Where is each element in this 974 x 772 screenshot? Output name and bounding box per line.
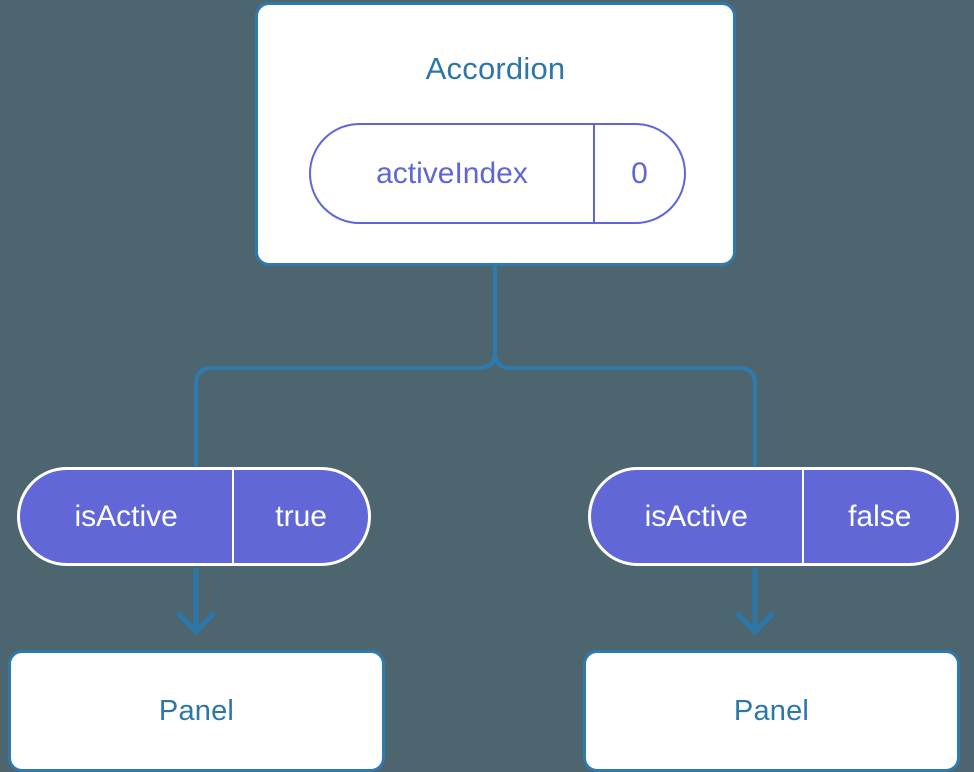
tree-branch-connector-right	[493, 350, 757, 472]
accordion-node-card: Accordion activeIndex 0	[255, 2, 736, 266]
accordion-node-label: Accordion	[425, 51, 566, 86]
arrow-right-head-icon	[735, 611, 775, 635]
accordion-state-pill: activeIndex 0	[309, 123, 686, 224]
panel-node-card-right: Panel	[583, 650, 960, 772]
panel-node-label-left: Panel	[158, 694, 235, 727]
isactive-value-left: true	[232, 470, 368, 563]
accordion-state-value: 0	[592, 125, 684, 222]
panel-node-label-right: Panel	[733, 694, 810, 727]
isactive-pill-left: isActive true	[17, 467, 371, 566]
isactive-key-right: isActive	[644, 499, 748, 533]
accordion-state-key: activeIndex	[376, 156, 528, 190]
isactive-value-right: false	[801, 470, 956, 563]
arrow-left-head-icon	[176, 611, 216, 635]
panel-node-card-left: Panel	[8, 650, 385, 772]
isactive-pill-right: isActive false	[588, 467, 959, 566]
isactive-key-left: isActive	[74, 499, 178, 533]
tree-branch-connector	[194, 264, 497, 472]
